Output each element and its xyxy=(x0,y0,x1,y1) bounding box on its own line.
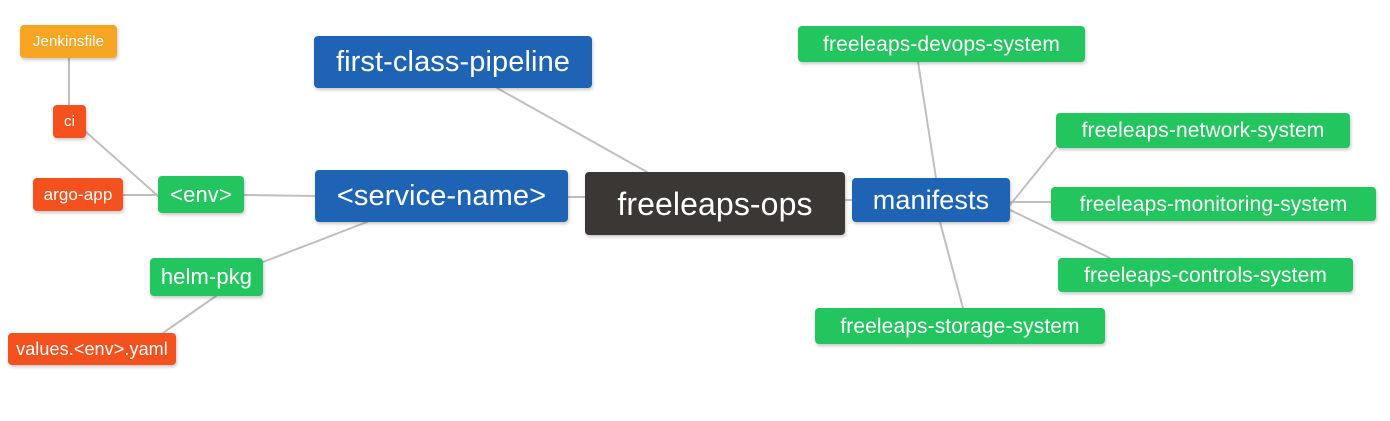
node-values-env-yaml[interactable]: values.<env>.yaml xyxy=(8,333,176,365)
node-ci[interactable]: ci xyxy=(53,105,86,138)
node-freeleaps-devops-system[interactable]: freeleaps-devops-system xyxy=(798,26,1085,62)
node-freeleaps-controls-system-label: freeleaps-controls-system xyxy=(1084,263,1327,287)
node-first-class-pipeline-label: first-class-pipeline xyxy=(335,45,571,78)
node-manifests[interactable]: manifests xyxy=(852,178,1010,222)
node-helm-pkg-label: helm-pkg xyxy=(160,264,253,289)
edge-manifests-devops xyxy=(917,61,937,179)
node-jenkinsfile-label: Jenkinsfile xyxy=(32,33,105,50)
node-freeleaps-storage-system-label: freeleaps-storage-system xyxy=(840,314,1080,338)
node-helm-pkg[interactable]: helm-pkg xyxy=(150,258,263,296)
node-freeleaps-network-system-label: freeleaps-network-system xyxy=(1081,119,1325,142)
node-ci-label: ci xyxy=(63,113,76,130)
node-argo-app[interactable]: argo-app xyxy=(33,178,123,211)
node-freeleaps-monitoring-system[interactable]: freeleaps-monitoring-system xyxy=(1051,187,1376,221)
edge-manifests-storage xyxy=(939,221,964,309)
node-values-env-yaml-label: values.<env>.yaml xyxy=(16,339,168,359)
node-env[interactable]: <env> xyxy=(158,176,244,213)
node-freeleaps-monitoring-system-label: freeleaps-monitoring-system xyxy=(1079,192,1348,216)
node-jenkinsfile[interactable]: Jenkinsfile xyxy=(20,25,117,58)
edge-valuesyaml-helmpkg xyxy=(162,295,217,334)
edge-env-servicename xyxy=(243,194,316,197)
node-freeleaps-devops-system-label: freeleaps-devops-system xyxy=(823,32,1060,56)
node-freeleaps-controls-system[interactable]: freeleaps-controls-system xyxy=(1058,258,1353,292)
node-first-class-pipeline[interactable]: first-class-pipeline xyxy=(314,36,592,88)
node-freeleaps-ops-root[interactable]: freeleaps-ops xyxy=(585,172,845,235)
node-service-name[interactable]: <service-name> xyxy=(315,170,568,222)
node-freeleaps-storage-system[interactable]: freeleaps-storage-system xyxy=(815,308,1105,344)
node-freeleaps-network-system[interactable]: freeleaps-network-system xyxy=(1056,113,1350,148)
edge-manifests-network xyxy=(1009,147,1057,206)
node-argo-app-label: argo-app xyxy=(43,185,113,204)
node-env-label: <env> xyxy=(170,181,232,207)
node-manifests-label: manifests xyxy=(872,184,990,215)
node-freeleaps-ops-root-label: freeleaps-ops xyxy=(617,185,813,222)
edge-helmpkg-servicename xyxy=(262,221,368,263)
edge-firstclass-freeleapsops xyxy=(496,87,648,173)
node-service-name-label: <service-name> xyxy=(336,179,547,212)
